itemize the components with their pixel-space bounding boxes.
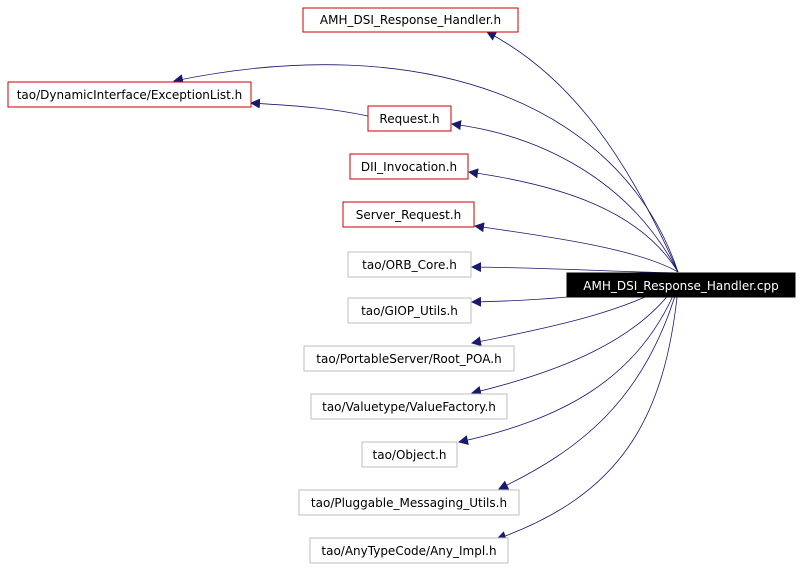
node-label: tao/Valuetype/ValueFactory.h: [322, 400, 496, 414]
node-label: tao/GIOP_Utils.h: [361, 304, 458, 318]
node-request-h[interactable]: Request.h: [367, 105, 452, 132]
node-label: tao/Pluggable_Messaging_Utils.h: [311, 496, 507, 510]
node-exception-list-h[interactable]: tao/DynamicInterface/ExceptionList.h: [7, 81, 252, 108]
node-label: AMH_DSI_Response_Handler.h: [320, 13, 501, 27]
node-label: tao/AnyTypeCode/Any_Impl.h: [321, 544, 496, 558]
edge-to-request-h: [451, 120, 679, 273]
edge-to-exception-list-h: [173, 64, 679, 273]
edge-to-orb-core-h: [471, 262, 679, 274]
node-orb-core-h[interactable]: tao/ORB_Core.h: [347, 251, 472, 278]
node-value-factory-h[interactable]: tao/Valuetype/ValueFactory.h: [310, 393, 508, 420]
edge-to-any-impl-h: [496, 287, 679, 541]
node-giop-utils-h[interactable]: tao/GIOP_Utils.h: [347, 297, 472, 324]
node-root-poa-h[interactable]: tao/PortableServer/Root_POA.h: [303, 345, 515, 372]
edge-to-amh-dsi-response-handler-h: [486, 31, 679, 273]
edge-to-dii-invocation-h: [468, 168, 679, 273]
node-label: tao/ORB_Core.h: [362, 258, 457, 272]
edge-request-to-exception-list: [250, 98, 369, 117]
nodes: AMH_DSI_Response_Handler.h tao/DynamicIn…: [7, 7, 796, 564]
node-amh-dsi-response-handler-h[interactable]: AMH_DSI_Response_Handler.h: [302, 7, 519, 33]
node-label: Server_Request.h: [356, 208, 462, 222]
node-dii-invocation-h[interactable]: DII_Invocation.h: [349, 153, 469, 180]
edge-to-object-h: [458, 283, 679, 445]
node-label: tao/DynamicInterface/ExceptionList.h: [17, 88, 243, 102]
node-any-impl-h[interactable]: tao/AnyTypeCode/Any_Impl.h: [309, 537, 509, 564]
edge-to-pluggable-messaging-utils-h: [498, 285, 679, 490]
node-pluggable-messaging-utils-h[interactable]: tao/Pluggable_Messaging_Utils.h: [298, 489, 520, 516]
edge-to-server-request-h: [474, 222, 679, 273]
node-label: tao/Object.h: [373, 448, 447, 462]
root-node-label: AMH_DSI_Response_Handler.cpp: [583, 279, 778, 293]
node-server-request-h[interactable]: Server_Request.h: [342, 201, 475, 228]
edge-to-value-factory-h: [471, 281, 679, 396]
node-label: Request.h: [379, 112, 439, 126]
node-object-h[interactable]: tao/Object.h: [361, 441, 458, 468]
node-label: tao/PortableServer/Root_POA.h: [316, 352, 501, 366]
node-root-amh-dsi-response-handler-cpp[interactable]: AMH_DSI_Response_Handler.cpp: [566, 272, 796, 298]
node-label: DII_Invocation.h: [361, 160, 457, 174]
